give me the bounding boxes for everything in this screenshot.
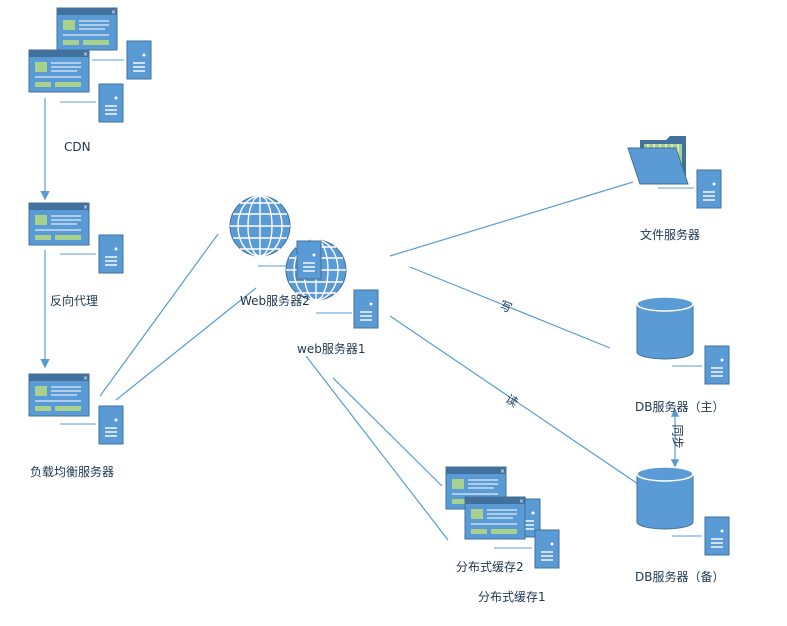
cache-nodes xyxy=(445,466,560,569)
web-server-1-label: web服务器1 xyxy=(297,342,366,356)
web-server-2-label: Web服务器2 xyxy=(240,294,310,308)
browser-window-icon xyxy=(28,49,90,93)
browser-window-icon xyxy=(28,373,90,417)
cache-2-label: 分布式缓存2 xyxy=(456,560,524,574)
folder-icon xyxy=(627,136,689,185)
server-tower-icon xyxy=(126,40,152,80)
server-tower-icon xyxy=(534,529,560,569)
web-server-2-node xyxy=(229,195,294,267)
reverse-proxy-label: 反向代理 xyxy=(50,294,99,308)
web-server-1-node xyxy=(285,239,379,329)
server-tower-icon xyxy=(296,240,322,280)
sync-label: 同步 xyxy=(670,424,685,449)
file-server-node xyxy=(627,136,722,209)
browser-window-icon xyxy=(28,202,90,246)
server-tower-icon xyxy=(704,516,730,556)
file-server-label: 文件服务器 xyxy=(640,228,701,242)
db-backup-label: DB服务器（备） xyxy=(635,570,725,584)
server-tower-icon xyxy=(98,83,124,123)
browser-window-icon xyxy=(464,496,526,540)
load-balancer-node xyxy=(28,373,124,445)
browser-window-icon xyxy=(56,7,118,51)
load-balancer-label: 负载均衡服务器 xyxy=(30,465,115,479)
cache-1-label: 分布式缓存1 xyxy=(478,590,546,604)
connection-lines xyxy=(40,98,680,541)
db-master-label: DB服务器（主） xyxy=(635,400,725,414)
server-tower-icon xyxy=(98,405,124,445)
db-master-node xyxy=(636,296,730,385)
globe-icon xyxy=(229,195,291,257)
cdn-label: CDN xyxy=(64,140,91,154)
database-cylinder-icon xyxy=(636,296,694,360)
server-tower-icon xyxy=(696,169,722,209)
server-tower-icon xyxy=(704,345,730,385)
reverse-proxy-node xyxy=(28,202,124,274)
db-backup-node xyxy=(636,466,730,556)
server-tower-icon xyxy=(98,234,124,274)
database-cylinder-icon xyxy=(636,466,694,530)
server-tower-icon xyxy=(353,289,379,329)
cdn-node xyxy=(28,7,152,123)
